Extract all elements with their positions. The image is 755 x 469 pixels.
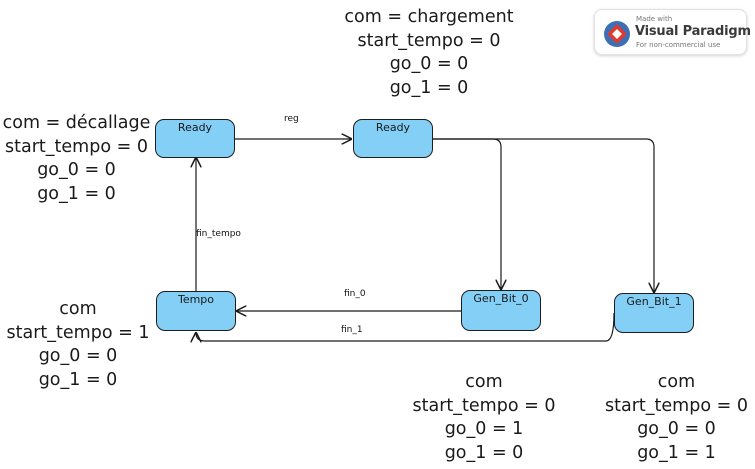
state-gen-bit-1[interactable]: Gen_Bit_1 xyxy=(614,293,694,333)
state-label: Ready xyxy=(375,121,411,134)
note-line: go_1 = 0 xyxy=(38,369,118,390)
watermark-license: For non-commercial use xyxy=(636,41,721,49)
note-gen-bit-1-outputs: com start_tempo = 0 go_0 = 0 go_1 = 1 xyxy=(598,371,755,465)
note-line: start_tempo = 0 xyxy=(605,395,748,416)
note-line: com xyxy=(59,299,97,319)
note-line: go_1 = 0 xyxy=(444,442,524,463)
note-line: go_0 = 0 xyxy=(637,419,716,439)
transition-ready-to-gen-bit-0[interactable] xyxy=(433,138,501,289)
note-ready-2-outputs: com = chargement start_tempo = 0 go_0 = … xyxy=(329,6,529,100)
state-label: Tempo xyxy=(177,293,215,306)
note-gen-bit-0-outputs: com start_tempo = 0 go_0 = 1 go_1 = 0 xyxy=(404,371,564,465)
transition-ready-to-gen-bit-1[interactable] xyxy=(433,138,654,292)
label-reg: reg xyxy=(284,114,299,124)
note-line: start_tempo = 0 xyxy=(357,30,501,51)
note-line: go_1 = 1 xyxy=(637,442,716,463)
note-tempo-outputs: com start_tempo = 1 go_0 = 0 go_1 = 0 xyxy=(0,298,156,392)
watermark-made-with: Made with xyxy=(636,15,673,23)
state-label: Gen_Bit_0 xyxy=(473,292,529,305)
note-line: start_tempo = 0 xyxy=(412,395,556,416)
state-tempo[interactable]: Tempo xyxy=(156,291,236,331)
label-fin-1: fin_1 xyxy=(341,325,363,335)
visual-paradigm-watermark: Made with Visual Paradigm For non-commer… xyxy=(594,9,751,55)
note-line: com = chargement xyxy=(344,7,514,27)
note-line: start_tempo = 0 xyxy=(5,136,148,157)
note-line: com xyxy=(657,372,696,392)
label-fin-0: fin_0 xyxy=(344,289,366,299)
note-line: go_0 = 1 xyxy=(444,419,524,439)
note-line: go_0 = 0 xyxy=(37,160,116,180)
state-label: Ready xyxy=(177,121,213,134)
state-ready-2[interactable]: Ready xyxy=(353,119,433,158)
state-label: Gen_Bit_1 xyxy=(626,295,682,308)
state-ready-1[interactable]: Ready xyxy=(155,119,235,158)
note-line: go_1 = 0 xyxy=(37,183,116,204)
note-line: go_0 = 0 xyxy=(38,346,118,366)
watermark-brand: Visual Paradigm xyxy=(635,24,751,39)
note-line: com xyxy=(465,372,503,392)
transition-fin-1[interactable] xyxy=(196,312,615,341)
note-ready-1-outputs: com = décallage start_tempo = 0 go_0 = 0… xyxy=(0,112,153,206)
state-gen-bit-0[interactable]: Gen_Bit_0 xyxy=(461,290,541,331)
note-line: start_tempo = 1 xyxy=(6,322,150,343)
visual-paradigm-logo-icon xyxy=(604,21,630,47)
note-line: go_1 = 0 xyxy=(389,77,469,98)
label-fin-tempo: fin_tempo xyxy=(196,229,241,239)
note-line: com = décallage xyxy=(2,113,151,133)
note-line: go_0 = 0 xyxy=(389,54,469,74)
